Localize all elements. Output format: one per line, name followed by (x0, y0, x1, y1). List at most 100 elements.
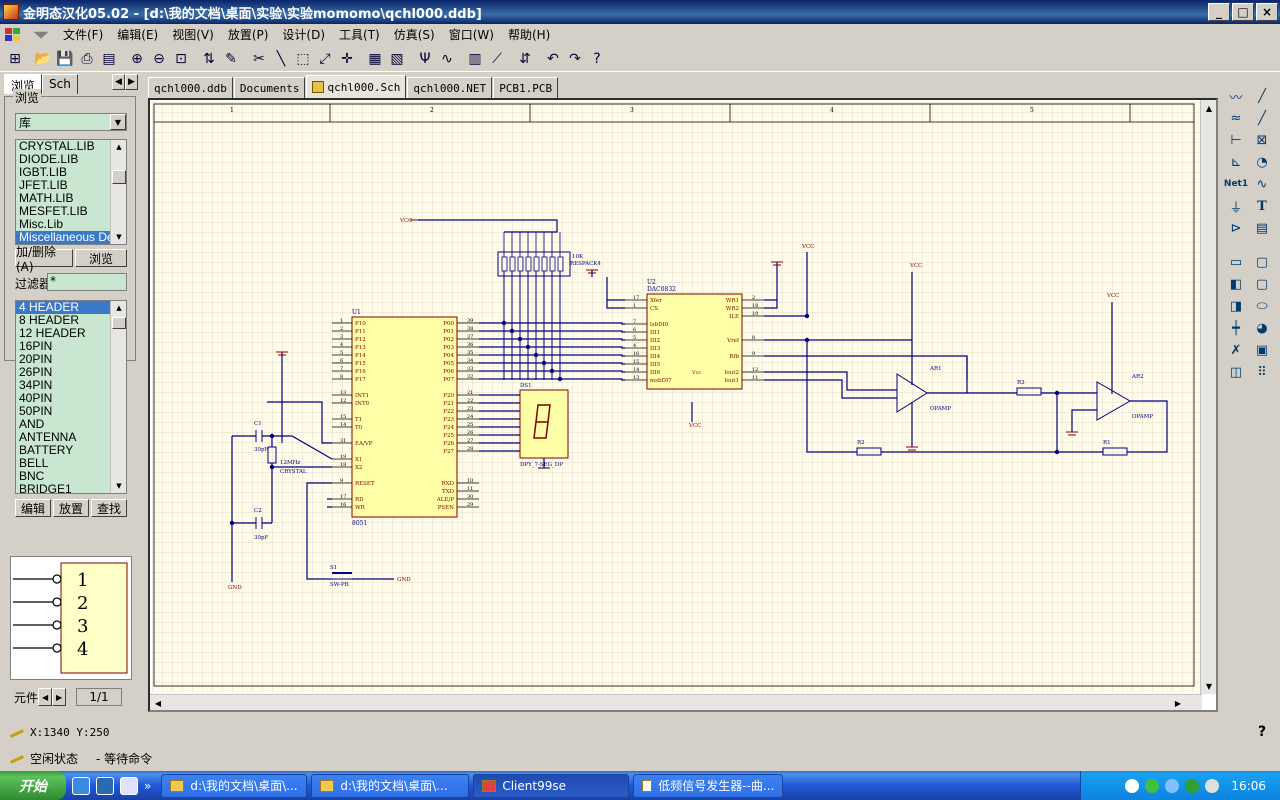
component-item[interactable]: BRIDGE1 (19, 482, 72, 494)
menu-design[interactable]: 设计(D) (282, 27, 326, 42)
component-item[interactable]: 34PIN (19, 378, 53, 392)
browse-button[interactable]: 浏览 (75, 249, 127, 267)
component-item[interactable]: 40PIN (19, 391, 53, 405)
select-icon[interactable]: ⬚ (296, 50, 310, 67)
bezier-icon[interactable]: ∿ (1256, 176, 1268, 192)
bus-tool-icon[interactable]: ≈ (1230, 110, 1242, 126)
line-tool-icon[interactable]: ╱ (1258, 88, 1266, 104)
browse-type-select[interactable]: 库 ▼ (15, 113, 127, 131)
bluetooth-icon[interactable] (1165, 778, 1180, 793)
component-item[interactable]: BELL (19, 456, 49, 470)
pcb-layout-icon[interactable]: ◫ (1229, 364, 1243, 380)
deselect-icon[interactable]: ⤢ (319, 50, 331, 67)
library-item[interactable]: DIODE.LIB (19, 152, 79, 166)
help-icon[interactable]: ? (593, 50, 601, 67)
pie-icon[interactable]: ◕ (1256, 320, 1268, 336)
library-item[interactable]: Misc.Lib (19, 217, 64, 231)
component-item[interactable]: 4 HEADER (16, 301, 126, 314)
volume-icon[interactable] (1205, 778, 1220, 793)
security-icon[interactable] (1185, 778, 1200, 793)
canvas-horizontal-scrollbar[interactable]: ◀ ▶ (150, 694, 1202, 710)
image-icon[interactable]: ▣ (1255, 342, 1269, 358)
component-item[interactable]: 12 HEADER (19, 326, 86, 340)
redo-icon[interactable]: ↷ (569, 50, 581, 67)
no-connect-icon[interactable]: ✗ (1230, 342, 1242, 358)
menu-help[interactable]: 帮助(H) (507, 27, 551, 42)
book-icon[interactable]: ▥ (468, 50, 482, 67)
find-button[interactable]: 查找 (91, 499, 127, 517)
device-port-icon[interactable]: ◨ (1229, 298, 1243, 314)
ie-icon[interactable] (72, 776, 90, 795)
doc-tab[interactable]: qchl000.Sch (306, 75, 407, 98)
bus-entry-icon[interactable]: ⊢ (1230, 132, 1242, 148)
undo-icon[interactable]: ↶ (547, 50, 559, 67)
tree-icon[interactable]: ⊞ (9, 50, 21, 67)
part-prev-icon[interactable]: ◀ (38, 688, 53, 706)
move-icon[interactable]: ✛ (341, 50, 353, 67)
tray-arrow-icon[interactable] (1125, 778, 1140, 793)
scroll-up-icon[interactable]: ▲ (116, 143, 122, 151)
rectangle-icon[interactable]: ▢ (1255, 254, 1269, 270)
edit-button[interactable]: 编辑 (15, 499, 51, 517)
sheet-symbol-icon[interactable]: ▭ (1229, 254, 1243, 270)
task-folder-1[interactable]: d:\我的文档\桌面\... (161, 773, 308, 798)
tab-next-icon[interactable]: ▶ (125, 74, 138, 90)
component-item[interactable]: 20PIN (19, 352, 53, 366)
text-tool-icon[interactable]: T (1257, 198, 1267, 214)
doc-tab[interactable]: Documents (233, 77, 306, 98)
zoom-out-icon[interactable]: ⊖ (153, 50, 165, 67)
library-item[interactable]: MATH.LIB (19, 191, 74, 205)
task-folder-2[interactable]: d:\我的文档\桌面\... (311, 773, 470, 798)
close-button[interactable]: × (1256, 3, 1278, 21)
doc-tab[interactable]: qchl000.ddb (148, 77, 233, 98)
text-frame-icon[interactable]: ▤ (1255, 220, 1269, 236)
component-item[interactable]: 50PIN (19, 404, 53, 418)
maximize-button[interactable]: □ (1232, 3, 1254, 21)
no-erc-icon[interactable]: ⊠ (1256, 132, 1268, 148)
scroll-down-icon[interactable]: ▼ (1205, 681, 1213, 691)
cut-icon[interactable]: ✂ (253, 50, 265, 67)
filter-input[interactable]: * (47, 273, 127, 291)
save-icon[interactable]: 💾 (56, 50, 74, 67)
component-item[interactable]: BNC (19, 469, 45, 483)
library-scrollbar[interactable]: ▲ ▼ (110, 140, 126, 244)
align-icon[interactable]: ⇵ (519, 50, 531, 67)
system-menu-icon[interactable] (4, 26, 22, 42)
library-item[interactable]: IGBT.LIB (19, 165, 68, 179)
port-icon[interactable]: ⊳ (1230, 220, 1242, 236)
component-item[interactable]: 16PIN (19, 339, 53, 353)
netlist-icon[interactable]: ▧ (390, 50, 404, 67)
network-icon[interactable] (1145, 778, 1160, 793)
menu-place[interactable]: 放置(P) (227, 27, 269, 42)
part-next-icon[interactable]: ▶ (52, 688, 67, 706)
tab-prev-icon[interactable]: ◀ (112, 74, 125, 90)
component-item[interactable]: BATTERY (19, 443, 74, 457)
library-item[interactable]: Miscellaneous Dev (16, 231, 126, 244)
zoom-fit-icon[interactable]: ⊡ (175, 50, 187, 67)
media-icon[interactable] (96, 776, 114, 795)
place-button[interactable]: 放置 (53, 499, 89, 517)
chevron-down-icon[interactable]: ▼ (110, 114, 126, 130)
zoom-in-icon[interactable]: ⊕ (131, 50, 143, 67)
scroll-thumb[interactable] (112, 170, 126, 184)
probe-icon[interactable]: Ψ (419, 50, 431, 67)
task-client99se[interactable]: Client99se (473, 773, 630, 798)
add-remove-button[interactable]: 加/删除(A) (15, 245, 73, 274)
menu-tools[interactable]: 工具(T) (339, 27, 380, 42)
library-item[interactable]: JFET.LIB (19, 178, 68, 192)
hierarchy-icon[interactable]: ⇅ (203, 50, 215, 67)
bus-line-tool-icon[interactable]: ╱ (1258, 110, 1266, 126)
arc-icon[interactable]: ◔ (1256, 154, 1268, 170)
component-item[interactable]: 26PIN (19, 365, 53, 379)
scroll-up-icon[interactable]: ▲ (116, 304, 122, 312)
tab-sch[interactable]: Sch (42, 74, 78, 94)
scroll-right-icon[interactable]: ▶ (1174, 698, 1182, 708)
down-arrow-icon[interactable] (32, 26, 50, 42)
scroll-thumb[interactable] (112, 317, 126, 329)
scroll-left-icon[interactable]: ◀ (154, 698, 162, 708)
polyline-icon[interactable]: ⊾ (1230, 154, 1242, 170)
